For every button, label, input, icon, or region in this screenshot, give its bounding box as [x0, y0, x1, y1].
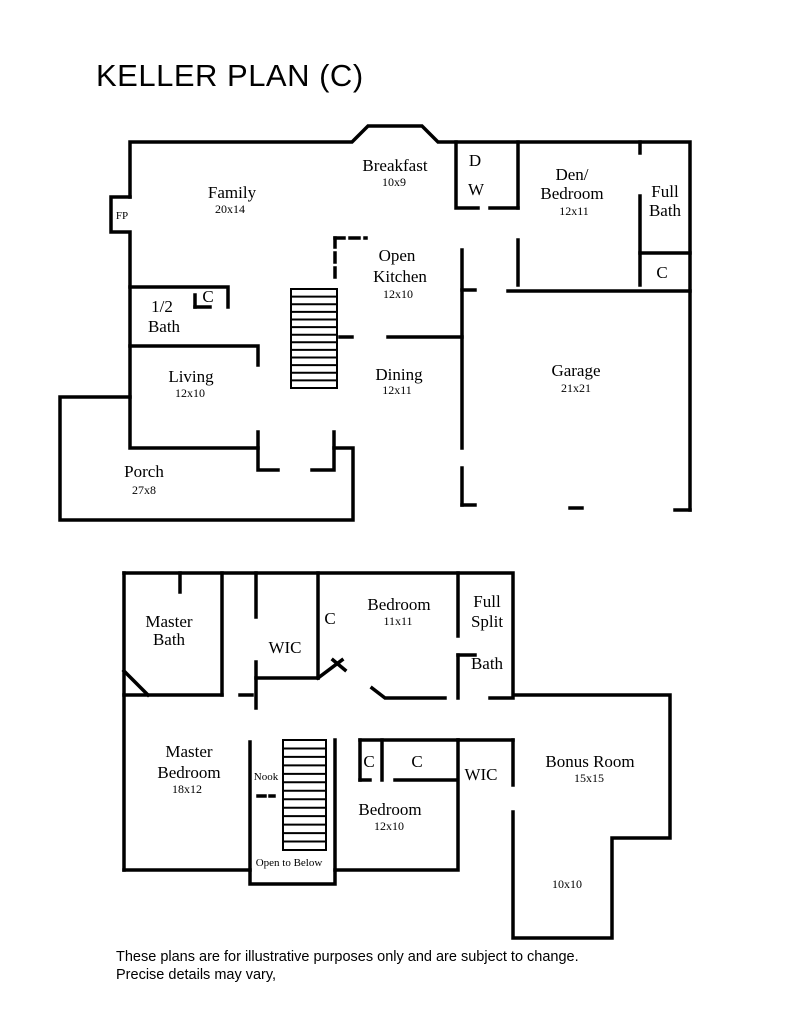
disclaimer-line2: Precise details may vary, — [116, 967, 277, 983]
plan-title: KELLER PLAN (C) — [96, 58, 364, 93]
full-bath-line1: Full — [651, 182, 679, 201]
porch-dims: 27x8 — [132, 483, 156, 497]
breakfast-name: Breakfast — [362, 156, 427, 175]
bedroom2-wic-label: WIC — [464, 765, 497, 784]
first-floor-walls — [58, 124, 692, 522]
second-floor-walls — [121, 571, 672, 940]
full-split-line3: Bath — [471, 654, 504, 673]
half-bath-line2: Bath — [148, 317, 181, 336]
bedroom1-name: Bedroom — [367, 595, 430, 614]
closet-a-label: C — [363, 752, 374, 771]
bedroom2-dims: 12x10 — [374, 819, 404, 833]
living-name: Living — [168, 367, 214, 386]
kitchen-name-line1: Open — [379, 246, 416, 265]
second-floor-labels: Master Bath WIC C Bedroom 11x11 Full Spl… — [145, 592, 634, 891]
master-bath-line2: Bath — [153, 630, 186, 649]
master-bedroom-line1: Master — [165, 742, 213, 761]
bedroom2-name: Bedroom — [358, 800, 421, 819]
first-floor-labels: Family 20x14 Breakfast 10x9 D W Den/ Bed… — [116, 151, 682, 497]
den-name-line1: Den/ — [555, 165, 588, 184]
master-wic-label: WIC — [268, 638, 301, 657]
dw-d-label: D — [469, 151, 481, 170]
closet-b-label: C — [411, 752, 422, 771]
breakfast-dims: 10x9 — [382, 175, 406, 189]
fireplace-label: FP — [116, 210, 128, 222]
full-split-line2: Split — [471, 612, 503, 631]
master-bedroom-line2: Bedroom — [157, 763, 220, 782]
half-bath-closet: C — [202, 287, 213, 306]
first-floor-stairs — [290, 288, 338, 389]
full-split-line1: Full — [473, 592, 501, 611]
den-dims: 12x11 — [559, 204, 589, 218]
master-bedroom-dims: 18x12 — [172, 782, 202, 796]
kitchen-dims: 12x10 — [383, 287, 413, 301]
nook-label: Nook — [254, 771, 279, 783]
living-dims: 12x10 — [175, 386, 205, 400]
porch-name: Porch — [124, 462, 164, 481]
open-to-below-label: Open to Below — [256, 857, 323, 869]
bonus-extension-dims: 10x10 — [552, 877, 582, 891]
disclaimer: These plans are for illustrative purpose… — [116, 948, 579, 984]
bonus-room-name: Bonus Room — [545, 752, 634, 771]
bedroom1-closet: C — [324, 609, 335, 628]
den-closet-label: C — [656, 263, 667, 282]
dining-name: Dining — [375, 365, 423, 384]
garage-dims: 21x21 — [561, 381, 591, 395]
dining-dims: 12x11 — [382, 383, 412, 397]
half-bath-line1: 1/2 — [151, 297, 173, 316]
second-floor-stairs — [282, 739, 327, 851]
bonus-room-dims: 15x15 — [574, 771, 604, 785]
dw-w-label: W — [468, 180, 485, 199]
garage-name: Garage — [551, 361, 600, 380]
master-bath-line1: Master — [145, 612, 193, 631]
family-room-name: Family — [208, 183, 257, 202]
family-room-dims: 20x14 — [215, 202, 245, 216]
kitchen-name-line2: Kitchen — [373, 267, 427, 286]
disclaimer-line1: These plans are for illustrative purpose… — [116, 949, 579, 965]
full-bath-line2: Bath — [649, 201, 682, 220]
bedroom1-dims: 11x11 — [383, 614, 412, 628]
den-name-line2: Bedroom — [540, 184, 603, 203]
